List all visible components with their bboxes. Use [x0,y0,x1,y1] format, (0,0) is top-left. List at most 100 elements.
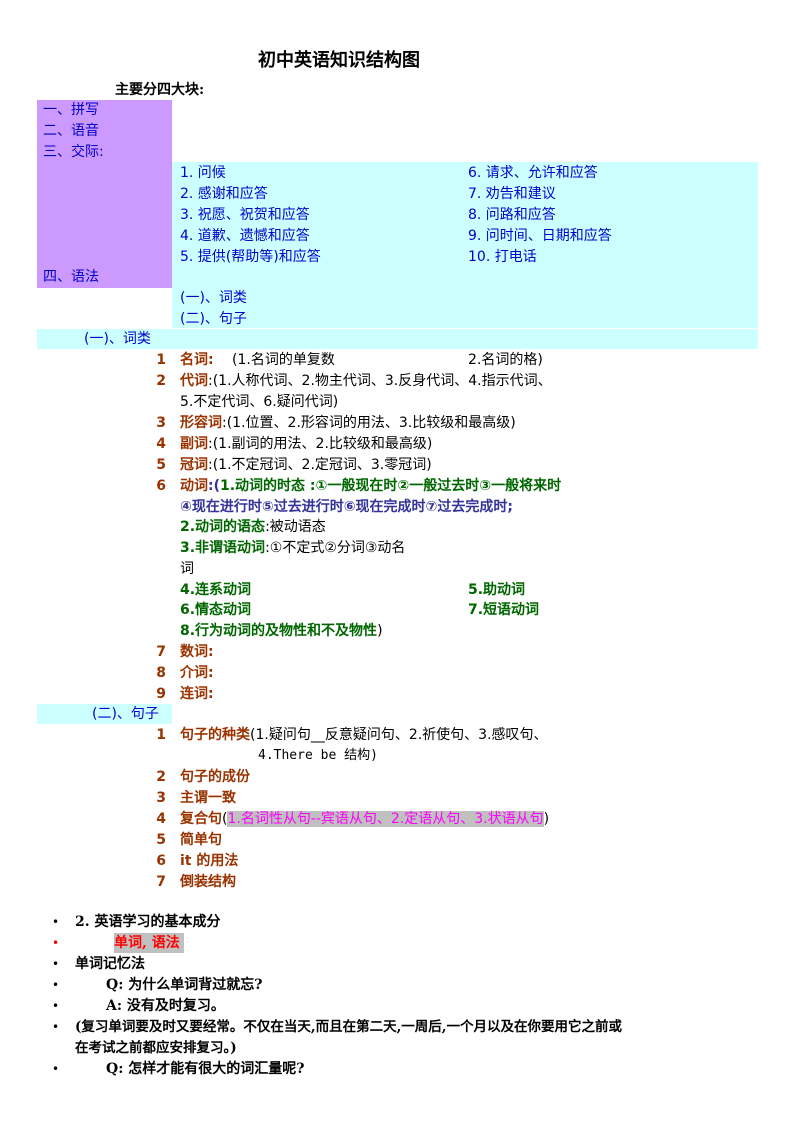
bullet-mark: • [52,1062,60,1076]
comm-item: 5. 提供(帮助等)和应答 [180,249,321,265]
bullet-mark: • [52,999,60,1013]
verb-label: 动词 [180,478,208,494]
complex-sentence-label: 复合句 [180,811,222,827]
verb-tense-wrap: ④现在进行时⑤过去进行时⑥现在完成时⑦过去完成时; [180,499,514,515]
bullet-text: Q: 怎样才能有很大的词汇量呢? [106,1061,305,1077]
verb-linking: 4.连系动词 [180,582,252,598]
item-number: 6 [156,478,166,494]
pronoun-text-wrap: 5.不定代词、6.疑问代词) [180,394,339,410]
verb-voice-label: 2.动词的语态 [180,519,266,535]
verb-voice-line: 2.动词的语态:被动语态 [180,517,326,537]
bullet-text-highlight: 单词, 语法 [114,933,184,953]
bullet-mark: • [52,1020,60,1034]
complex-close: ) [543,811,550,827]
comm-item: 8. 问路和应答 [468,207,556,223]
item-number: 4 [156,811,166,827]
sentence-type-wrap: 4.There be 结构) [258,748,378,763]
article-label: 冠词 [180,457,208,473]
item-number: 5 [156,457,166,473]
comm-item: 4. 道歉、遗憾和应答 [180,228,310,244]
item-number: 3 [156,790,166,806]
block-phonetics: 二、语音 [43,123,99,139]
pronoun-line: 代词:(1.人称代词、2.物主代词、3.反身代词、4.指示代词、 [180,371,552,391]
item-number: 4 [156,436,166,452]
bullet-mark: • [52,978,60,992]
bullet-text: A: 没有及时复习。 [106,998,225,1014]
inversion-label: 倒装结构 [180,874,236,890]
verb-nonfinite-line: 3.非谓语动词:①不定式②分词③动名 [180,538,405,558]
grammar-part-wordclass: (一)、词类 [180,290,247,306]
item-number: 7 [156,644,166,660]
item-number: 2 [156,769,166,785]
adjective-label: 形容词 [180,415,222,431]
subtitle: 主要分四大块: [115,82,205,98]
section1-header-bar [37,329,758,349]
sentence-type-line: 句子的种类(1.疑问句__反意疑问句、2.祈使句、3.感叹句、 [180,725,548,745]
complex-sentence-line: 复合句(1.名词性从句--宾语从句、2.定语从句、3.状语从句) [180,809,549,829]
bullet-mark: • [52,915,60,929]
item-number: 3 [156,415,166,431]
item-number: 9 [156,686,166,702]
noun-label: 名词: [180,352,214,368]
noun-part1: (1.名词的单复数 [232,352,335,368]
article-text: :(1.不定冠词、2.定冠词、3.零冠词) [208,457,432,473]
verb-nonfinite-text: :①不定式②分词③动名 [265,540,406,556]
item-number: 6 [156,853,166,869]
bullet-text: Q: 为什么单词背过就忘? [106,977,263,993]
verb-transitivity-line: 8.行为动词的及物性和不及物性) [180,621,383,641]
pronoun-label: 代词 [180,373,208,389]
verb-phrasal: 7.短语动词 [468,602,540,618]
complex-clauses-highlight: 1.名词性从句--宾语从句、2.定语从句、3.状语从句 [227,811,544,827]
conjunction-label: 连词: [180,686,214,702]
sentence-elements-label: 句子的成份 [180,769,250,785]
comm-item: 7. 劝告和建议 [468,186,556,202]
verb-prefix: :( [208,478,220,494]
verb-transitivity: 8.行为动词的及物性和不及物性 [180,623,378,639]
preposition-label: 介词: [180,665,214,681]
article-line: 冠词:(1.不定冠词、2.定冠词、3.零冠词) [180,455,432,475]
block-spelling: 一、拼写 [43,102,99,118]
simple-sentence-label: 简单句 [180,832,222,848]
communication-panel [172,162,758,328]
numeral-label: 数词: [180,644,214,660]
bullet-mark: • [52,936,60,950]
verb-modal: 6.情态动词 [180,602,252,618]
item-number: 8 [156,665,166,681]
comm-item: 6. 请求、允许和应答 [468,165,598,181]
page-title: 初中英语知识结构图 [258,50,420,71]
adverb-text: :(1.副词的用法、2.比较级和最高级) [208,436,433,452]
verb-close: ) [377,623,383,639]
adverb-label: 副词 [180,436,208,452]
bullet-text: 单词记忆法 [75,956,145,972]
adverb-line: 副词:(1.副词的用法、2.比较级和最高级) [180,434,432,454]
grammar-part-sentence: (二)、句子 [180,311,247,327]
comm-item: 3. 祝愿、祝贺和应答 [180,207,310,223]
bullet-text: 2. 英语学习的基本成分 [75,914,221,930]
item-number: 1 [156,727,166,743]
item-number: 2 [156,373,166,389]
bullet-mark: • [52,957,60,971]
block-grammar: 四、语法 [43,269,99,285]
noun-part2: 2.名词的格) [468,352,543,368]
section2-header-bar [37,704,172,724]
verb-nonfinite-wrap: 词 [180,561,194,577]
verb-nonfinite-label: 3.非谓语动词 [180,540,266,556]
comm-item: 10. 打电话 [468,249,537,265]
complex-open: ( [222,811,228,827]
verb-voice-text: :被动语态 [265,519,326,535]
bullet-text-wrap: 在考试之前都应安排复习。) [75,1040,237,1056]
bullet-text: (复习单词要及时又要经常。不仅在当天,而且在第二天,一周后,一个月以及在你要用它… [75,1019,622,1035]
block-communication: 三、交际: [43,144,104,160]
adjective-line: 形容词:(1.位置、2.形容词的用法、3.比较级和最高级) [180,413,516,433]
blocks-panel [37,100,172,288]
it-usage-label: it 的用法 [180,853,239,869]
item-number: 7 [156,874,166,890]
verb-auxiliary: 5.助动词 [468,582,526,598]
section1-header: (一)、词类 [84,331,151,347]
comm-item: 2. 感谢和应答 [180,186,268,202]
verb-tense: 1.动词的时态 :①一般现在时②一般过去时③一般将来时 [220,478,562,494]
section2-header: (二)、句子 [92,706,159,722]
sentence-type-text: (1.疑问句__反意疑问句、2.祈使句、3.感叹句、 [250,727,548,743]
verb-line: 动词:(1.动词的时态 :①一般现在时②一般过去时③一般将来时 [180,476,561,496]
item-number: 1 [156,352,166,368]
